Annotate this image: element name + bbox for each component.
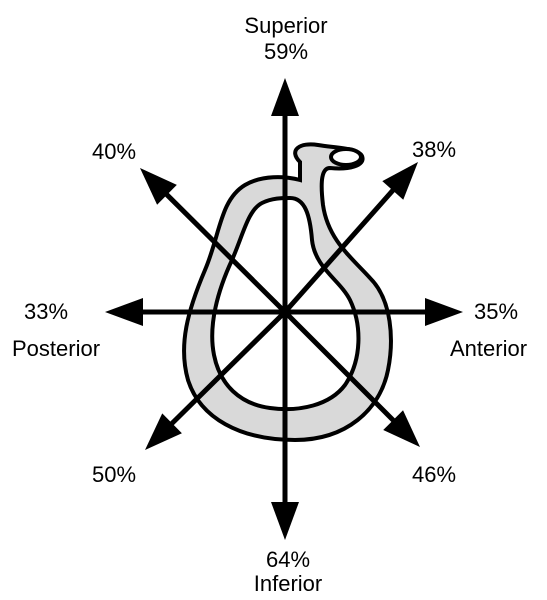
arrow-head-anterior <box>425 298 463 326</box>
label-superior-name: Superior <box>244 14 327 38</box>
arrow-head-inferior <box>271 502 299 540</box>
arrows <box>105 78 463 540</box>
label-superior-value: 59% <box>264 40 308 64</box>
label-anterior-name: Anterior <box>450 337 527 361</box>
label-posterior-value: 33% <box>24 300 68 324</box>
label-anterior-superior-value: 38% <box>412 138 456 162</box>
organ-tip-oval <box>331 149 361 165</box>
label-posterior-inferior-value: 50% <box>92 463 136 487</box>
label-inferior-value: 64% <box>266 548 310 572</box>
label-anterior-inferior-value: 46% <box>412 463 456 487</box>
label-inferior-name: Inferior <box>254 572 322 596</box>
label-posterior-name: Posterior <box>12 337 100 361</box>
arrow-head-superior <box>271 78 299 116</box>
label-posterior-superior-value: 40% <box>92 140 136 164</box>
label-anterior-value: 35% <box>474 300 518 324</box>
arrow-head-posterior <box>105 298 143 326</box>
